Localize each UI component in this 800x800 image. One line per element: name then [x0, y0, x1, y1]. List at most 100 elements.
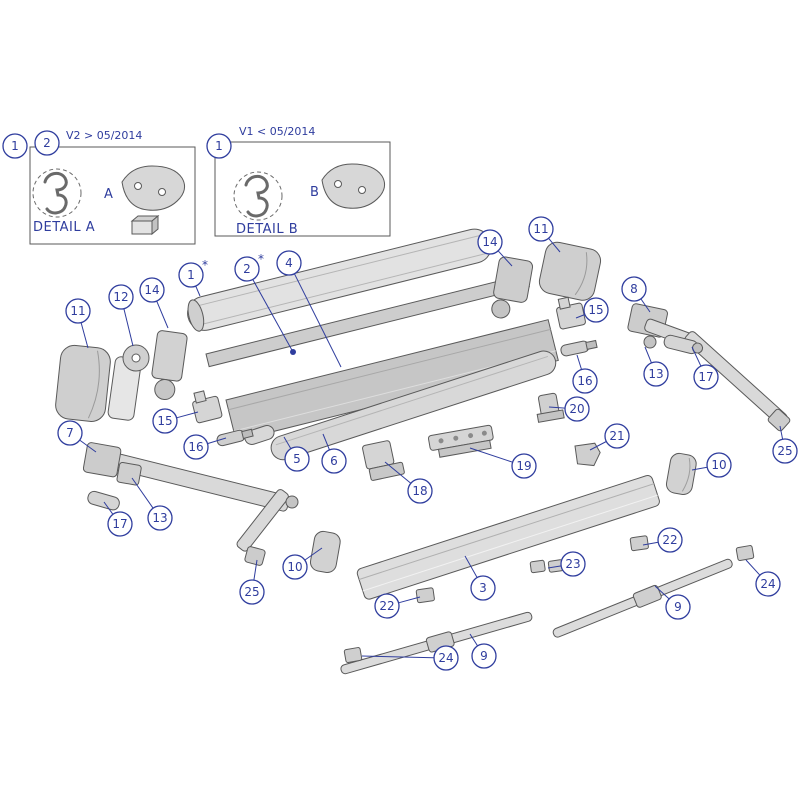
clip-left: [415, 587, 435, 604]
leader-line: [548, 237, 561, 253]
leader-line: [575, 314, 586, 319]
leader-line: [398, 596, 421, 604]
detail-a-zoom-circle: [32, 168, 82, 218]
leader-line: [576, 354, 582, 370]
spindle-right: [560, 339, 598, 357]
knuckle-bracket-left: [116, 461, 142, 486]
leader-line: [79, 439, 97, 453]
callout-18: 18: [384, 461, 433, 504]
callout-21: 21: [589, 423, 630, 451]
arm-bracket-right: [491, 256, 534, 319]
callout-14: 14: [139, 277, 169, 329]
leader-dot: [290, 349, 296, 355]
leader-line: [691, 466, 708, 471]
svg-text:1: 1: [215, 139, 223, 153]
leader-line: [304, 547, 323, 561]
arm-elbow-joint-right: [643, 335, 657, 349]
leader-line: [252, 279, 294, 353]
svg-text:6: 6: [330, 454, 338, 468]
svg-text:22: 22: [379, 599, 394, 613]
callout-25: 25: [772, 425, 798, 464]
leader-line: [745, 559, 761, 576]
leader-line: [497, 250, 513, 267]
leader-line: [123, 308, 134, 347]
callout-1: 1: [2, 133, 28, 159]
svg-text:12: 12: [113, 290, 128, 304]
retainer-clip-bottom: [343, 647, 363, 663]
slider-set: [529, 559, 564, 574]
leader-line: [176, 411, 199, 419]
crank-handle-right: [663, 334, 704, 355]
callout-1: 1*: [178, 258, 208, 297]
callout-1: 1: [206, 133, 232, 159]
callout-2: 2*: [234, 252, 296, 355]
callout-25: 25: [239, 559, 265, 605]
leader-line: [131, 477, 154, 509]
callout-17: 17: [103, 501, 133, 537]
svg-text:18: 18: [412, 484, 427, 498]
hook-profile-b: [244, 174, 269, 218]
rafter-arm-left: [340, 611, 533, 675]
detail-a-part-drawing: [121, 165, 186, 211]
leader-line: [547, 565, 562, 569]
callout-10: 10: [691, 452, 732, 478]
leader-line: [103, 501, 114, 515]
callout-22: 22: [642, 527, 683, 553]
support-bracket-right: [556, 296, 586, 330]
leader-line: [469, 633, 479, 647]
svg-text:24: 24: [760, 577, 775, 591]
rail-end-cap-left: [309, 530, 341, 573]
callout-13: 13: [643, 346, 669, 387]
svg-text:11: 11: [70, 304, 85, 318]
svg-text:25: 25: [244, 585, 259, 599]
svg-text:13: 13: [648, 367, 663, 381]
leader-line: [207, 437, 227, 445]
torsion-disc: [122, 344, 150, 372]
leader-line: [80, 322, 89, 349]
detail-box-b-title: DETAIL B: [236, 222, 298, 237]
support-arm-left: [82, 442, 299, 566]
leader-line: [654, 585, 670, 600]
svg-text:9: 9: [674, 600, 682, 614]
leader-line: [589, 441, 607, 451]
callout-2: 2: [34, 130, 60, 156]
callout-8: 8: [621, 276, 651, 313]
detail-b-part-drawing: [321, 163, 386, 209]
svg-text:20: 20: [569, 402, 584, 416]
svg-text:16: 16: [577, 374, 592, 388]
leader-line: [322, 433, 330, 451]
detail-a-adapter-box: [130, 214, 160, 236]
leader-line: [548, 406, 566, 409]
svg-text:4: 4: [285, 256, 293, 270]
svg-text:14: 14: [144, 283, 159, 297]
rail-end-cap-right: [665, 452, 697, 495]
svg-text:25: 25: [777, 444, 792, 458]
leader-line: [464, 555, 478, 578]
callout-24: 24: [745, 559, 781, 597]
svg-text:3: 3: [479, 581, 487, 595]
callout-5: 5: [283, 436, 310, 472]
svg-text:9: 9: [480, 649, 488, 663]
svg-text:11: 11: [533, 222, 548, 236]
top-roller-tube: [187, 228, 492, 332]
svg-text:15: 15: [588, 303, 603, 317]
wall-bracket: [362, 440, 405, 481]
front-rail: [356, 475, 660, 600]
callout-12: 12: [108, 284, 134, 347]
callout-15: 15: [152, 408, 199, 434]
leader-line: [640, 298, 651, 313]
callout-16: 16: [572, 354, 598, 394]
arm-foot-left: [244, 546, 266, 566]
leader-line: [253, 559, 258, 581]
callout-9: 9: [469, 633, 497, 669]
callout-16: 16: [183, 434, 227, 460]
svg-text:16: 16: [188, 440, 203, 454]
svg-text:8: 8: [630, 282, 638, 296]
detail-box-b-version: V1 < 05/2014: [239, 125, 315, 138]
corner-guide: [574, 442, 601, 467]
callout-19: 19: [469, 447, 537, 479]
leader-line: [361, 655, 435, 659]
crank-handle-left: [87, 490, 120, 511]
callout-9: 9: [654, 585, 691, 620]
